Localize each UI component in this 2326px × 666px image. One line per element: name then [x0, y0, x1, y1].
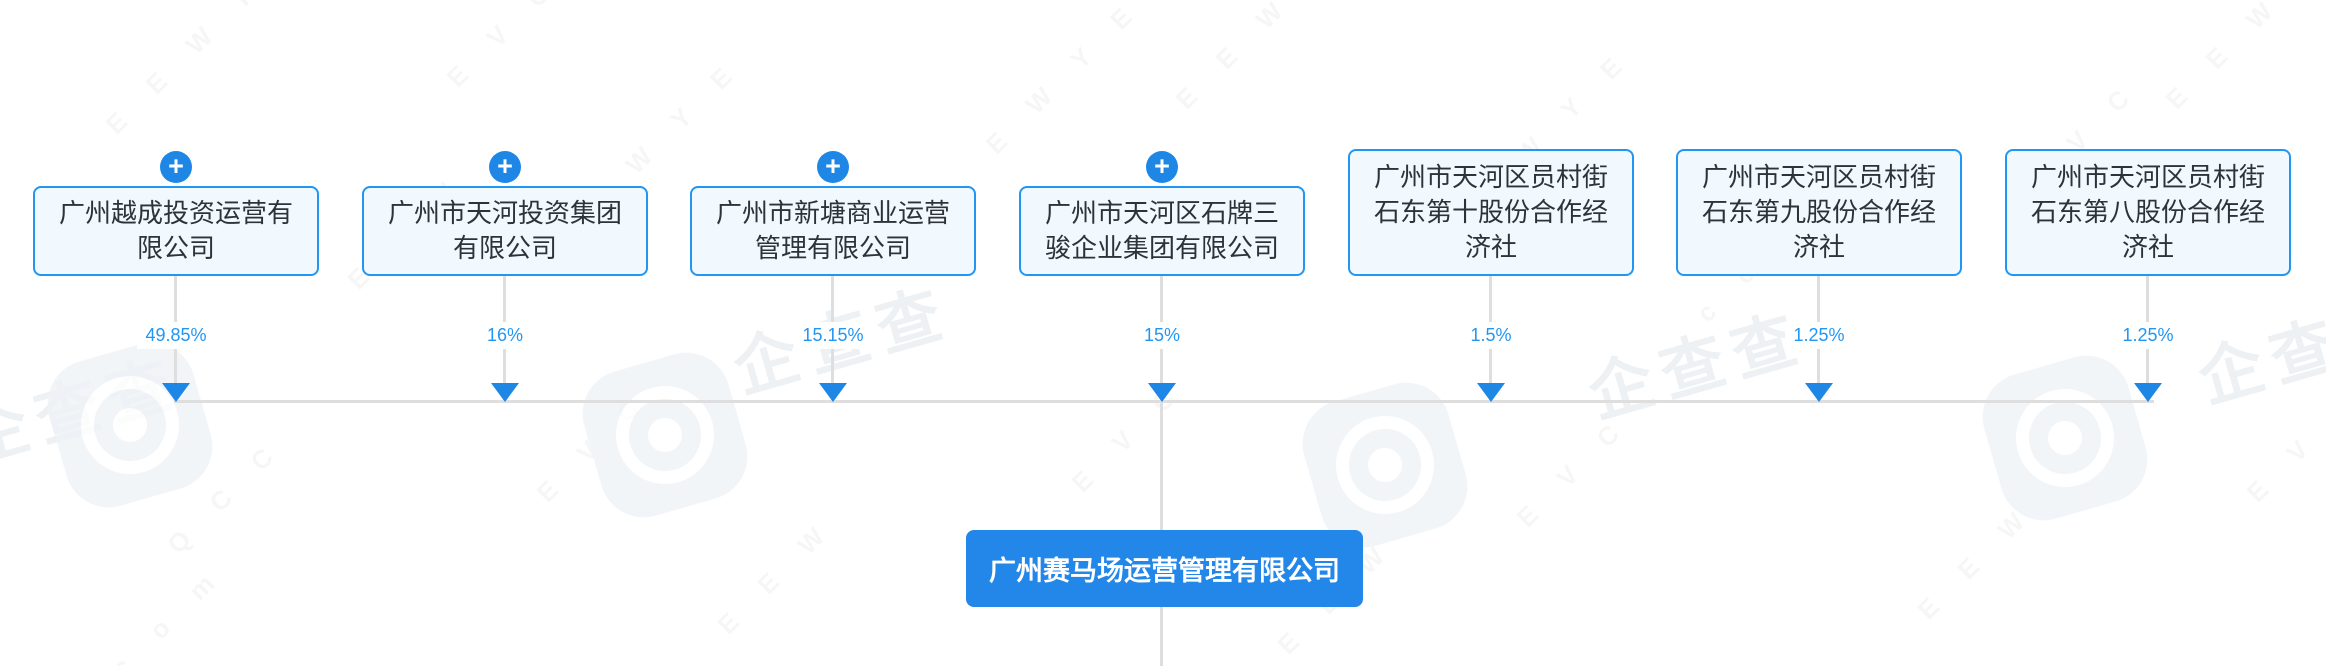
watermark-text: E V C — [441, 0, 568, 94]
watermark-qcc-stamp: 企查查 — [0, 345, 190, 477]
ownership-percent-7: 1.25% — [2068, 322, 2228, 349]
arrow-down-icon — [1477, 383, 1505, 402]
arrow-down-icon — [2134, 383, 2162, 402]
shareholder-node-1[interactable]: 广州越成投资运营有限公司 — [33, 186, 319, 276]
expand-button-4[interactable]: + — [1146, 151, 1178, 183]
connector-stem-line — [1160, 403, 1163, 530]
arrow-down-icon — [819, 383, 847, 402]
expand-button-1[interactable]: + — [160, 151, 192, 183]
shareholder-name: 广州市天河区员村街石东第十股份合作经济社 — [1373, 162, 1608, 262]
shareholder-node-4[interactable]: 广州市天河区石牌三骏企业集团有限公司 — [1019, 186, 1305, 276]
arrow-down-icon — [162, 383, 190, 402]
watermark-text: E V C — [1511, 407, 1638, 534]
shareholder-name: 广州市新塘商业运营管理有限公司 — [715, 198, 950, 263]
watermark-qcc-stamp: 企查查 — [1580, 300, 1815, 432]
watermark-text: E E W — [1912, 495, 2043, 626]
shareholder-name: 广州市天河区石牌三骏企业集团有限公司 — [1044, 198, 1279, 263]
watermark-text: E W Y E — [980, 0, 1150, 160]
ownership-percent-6: 1.25% — [1739, 322, 1899, 349]
shareholder-name: 广州市天河投资集团有限公司 — [387, 198, 622, 263]
expand-button-2[interactable]: + — [489, 151, 521, 183]
arrow-down-icon — [491, 383, 519, 402]
shareholder-node-3[interactable]: 广州市新塘商业运营管理有限公司 — [690, 186, 976, 276]
watermark-text: E V C — [2241, 382, 2326, 509]
shareholder-node-5[interactable]: 广州市天河区员村街石东第十股份合作经济社 — [1348, 149, 1634, 276]
watermark-text: Q C C — [161, 431, 291, 561]
shareholder-name: 广州市天河区员村街石东第九股份合作经济社 — [1701, 162, 1936, 262]
shareholder-node-2[interactable]: 广州市天河投资集团有限公司 — [362, 186, 648, 276]
shareholder-name: 广州市天河区员村街石东第八股份合作经济社 — [2030, 162, 2265, 262]
watermark-text: c o m — [106, 557, 233, 666]
ownership-percent-2: 16% — [425, 322, 585, 349]
watermark-qcc-logo — [572, 342, 758, 528]
arrow-down-icon — [1805, 383, 1833, 402]
target-company-name: 广州赛马场运营管理有限公司 — [989, 556, 1340, 586]
watermark-qcc-logo — [1972, 345, 2158, 531]
ownership-percent-4: 15% — [1082, 322, 1242, 349]
watermark-qcc-logo — [37, 332, 223, 518]
expand-button-3[interactable]: + — [817, 151, 849, 183]
watermark-text: E E W Y — [100, 0, 270, 141]
target-company-node[interactable]: 广州赛马场运营管理有限公司 — [966, 530, 1363, 607]
watermark-text: E E W Y — [2160, 0, 2326, 116]
shareholder-node-7[interactable]: 广州市天河区员村街石东第八股份合作经济社 — [2005, 149, 2291, 276]
watermark-text: E E W Y — [1170, 0, 1340, 116]
shareholder-name: 广州越成投资运营有限公司 — [58, 198, 293, 263]
shareholder-node-6[interactable]: 广州市天河区员村街石东第九股份合作经济社 — [1676, 149, 1962, 276]
arrow-down-icon — [1148, 383, 1176, 402]
watermark-text: E E W — [712, 510, 843, 641]
ownership-percent-5: 1.5% — [1411, 322, 1571, 349]
ownership-percent-3: 15.15% — [753, 322, 913, 349]
ownership-percent-1: 49.85% — [96, 322, 256, 349]
connector-tail-line — [1160, 607, 1163, 666]
